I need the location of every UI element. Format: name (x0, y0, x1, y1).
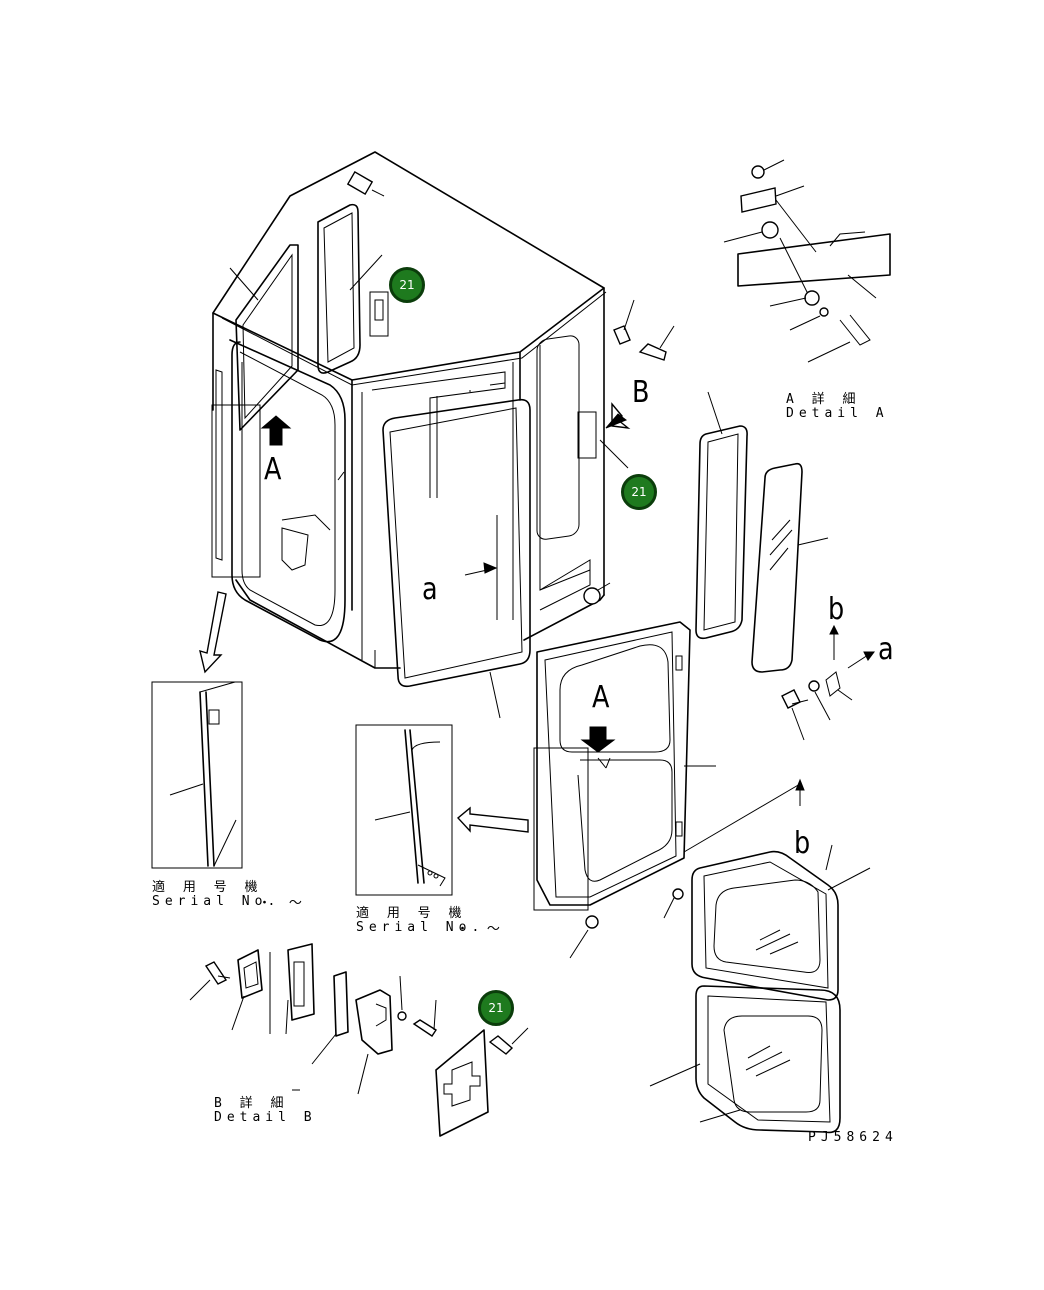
view-arrow-b-label: B (632, 375, 650, 410)
door-panel (533, 621, 801, 959)
up-b-label: b (794, 826, 811, 861)
view-arrow-a-cab-label: A (264, 452, 282, 487)
view-a-marker-cab (199, 404, 292, 674)
side-b-label: b (828, 592, 845, 627)
door-glass-upper (691, 844, 871, 1001)
detail-b-jp: B 詳 細 (214, 1096, 289, 1111)
callout-21-detail-b[interactable]: 21 (478, 990, 514, 1026)
view-arrow-a-door-label: A (592, 680, 610, 715)
detail-a-jp: A 詳 細 (786, 392, 861, 407)
callout-21-rear[interactable]: 21 (621, 474, 657, 510)
detail-a-assembly (723, 159, 891, 363)
serial-inset-left (151, 681, 243, 869)
side-window-seal (695, 391, 748, 640)
door-opening-frame (382, 398, 531, 688)
side-a-label: a (878, 632, 894, 667)
serial-mid-range: ・ ～ (456, 922, 505, 937)
serial-mid-en: Serial No. (356, 920, 485, 935)
serial-inset-middle (355, 724, 529, 896)
serial-mid-jp: 適 用 号 機 (356, 906, 467, 921)
drawing-id: PJ58624 (808, 1130, 898, 1145)
part-a-label: a (422, 572, 438, 607)
serial-left-jp: 適 用 号 機 (152, 880, 263, 895)
roof-bolt (346, 170, 385, 197)
callout-21-roof[interactable]: 21 (389, 267, 425, 303)
detail-a-en: Detail A (786, 406, 889, 421)
serial-left-en: Serial No. (152, 894, 281, 909)
latch-small-parts (781, 624, 875, 806)
serial-left-range: ・ ～ (258, 896, 307, 911)
door-glass-lower (649, 985, 841, 1134)
side-window-glass (751, 462, 829, 673)
detail-b-assembly (189, 943, 529, 1137)
cab-body (212, 151, 629, 719)
detail-b-en: Detail B (214, 1110, 317, 1125)
cab-mount-bolts (605, 299, 675, 430)
